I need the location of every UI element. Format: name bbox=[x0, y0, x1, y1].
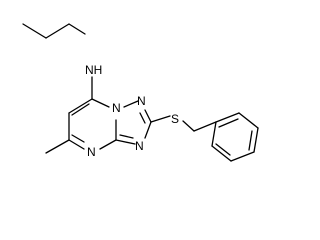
bond-ph-6 bbox=[211, 121, 217, 147]
bond-c5-n4-double bbox=[71, 134, 85, 143]
bond-propyl-3 bbox=[68, 23, 86, 35]
bond-n2-c2-double bbox=[139, 112, 146, 124]
bond-n4-c3a bbox=[99, 139, 117, 150]
bond-ph-4 bbox=[230, 151, 255, 162]
structure-diagram: NH N N N N S bbox=[22, 23, 259, 162]
bond-c5-n4 bbox=[68, 139, 85, 150]
atom-nh: NH bbox=[85, 63, 102, 77]
bond-c2-s bbox=[150, 115, 171, 123]
bond-n1-n2 bbox=[123, 100, 139, 108]
molecule-canvas: NH N N N N S bbox=[22, 23, 259, 162]
bond-c7-c6 bbox=[68, 98, 93, 114]
bond-n1-c7 bbox=[91, 98, 110, 108]
bond-ph-3 bbox=[253, 127, 259, 153]
bond-ch2-phenyl bbox=[193, 121, 217, 132]
bond-n2-c2 bbox=[144, 109, 152, 123]
atom-n3: N bbox=[135, 139, 144, 153]
bond-propyl-2 bbox=[45, 23, 70, 39]
bond-n3-c3a-double bbox=[119, 134, 134, 139]
bond-c2-n3 bbox=[144, 121, 152, 139]
atom-n2: N bbox=[137, 94, 146, 108]
bonds bbox=[22, 23, 259, 162]
bond-ph-2 bbox=[238, 112, 259, 129]
bond-c7-c6-double bbox=[71, 103, 90, 116]
atom-labels: NH N N N N S bbox=[85, 63, 179, 159]
bond-ph-1-double bbox=[218, 118, 239, 128]
bond-ph-5-double bbox=[215, 143, 231, 156]
bond-ph-3-double bbox=[248, 130, 253, 151]
atom-s: S bbox=[171, 112, 179, 126]
bond-ph-5 bbox=[211, 145, 232, 162]
bond-s-ch2 bbox=[182, 120, 195, 132]
bond-c5-methyl bbox=[45, 139, 70, 154]
atom-n1: N bbox=[112, 101, 121, 115]
bond-propyl-1 bbox=[22, 23, 47, 39]
bond-n3-c3a bbox=[115, 139, 136, 145]
atom-n4: N bbox=[87, 145, 96, 159]
bond-ph-1 bbox=[215, 112, 240, 123]
